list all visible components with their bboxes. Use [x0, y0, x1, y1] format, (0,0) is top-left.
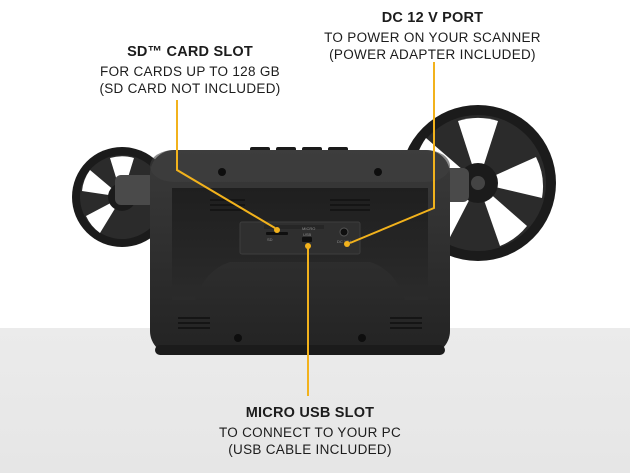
port-label-sd: SD: [267, 237, 273, 242]
left-reel-arm: [115, 175, 155, 205]
usb-port: [302, 237, 312, 242]
port-label-dc: DC 12V: [337, 239, 351, 244]
dc-callout-title: DC 12 V PORT: [381, 10, 484, 26]
sd-callout-line1: FOR CARDS UP TO 128 GB: [100, 64, 280, 79]
usb-callout-line2: (USB CABLE INCLUDED): [228, 442, 392, 457]
sd-callout-line2: (SD CARD NOT INCLUDED): [99, 81, 281, 96]
port-label-usb-top: MICRO: [302, 226, 315, 231]
port-label-usb-bottom: USB: [303, 232, 312, 237]
sd-slot: [266, 232, 288, 235]
callout-lines: [176, 62, 435, 396]
screws: [218, 168, 382, 342]
dc-port-callout: DC 12 V PORT TO POWER ON YOUR SCANNER (P…: [300, 10, 565, 63]
dc-port: [339, 227, 349, 237]
sd-card-slot-callout: SD™ CARD SLOT FOR CARDS UP TO 128 GB (SD…: [55, 44, 325, 97]
micro-usb-slot-callout: MICRO USB SLOT TO CONNECT TO YOUR PC (US…: [175, 405, 445, 458]
usb-callout-title: MICRO USB SLOT: [245, 405, 375, 421]
usb-callout-line1: TO CONNECT TO YOUR PC: [218, 425, 402, 440]
vents: [178, 199, 422, 329]
dc-callout-line1: TO POWER ON YOUR SCANNER: [324, 30, 541, 45]
dc-callout-line2: (POWER ADAPTER INCLUDED): [329, 47, 536, 62]
sd-callout-title: SD™ CARD SLOT: [127, 44, 253, 60]
